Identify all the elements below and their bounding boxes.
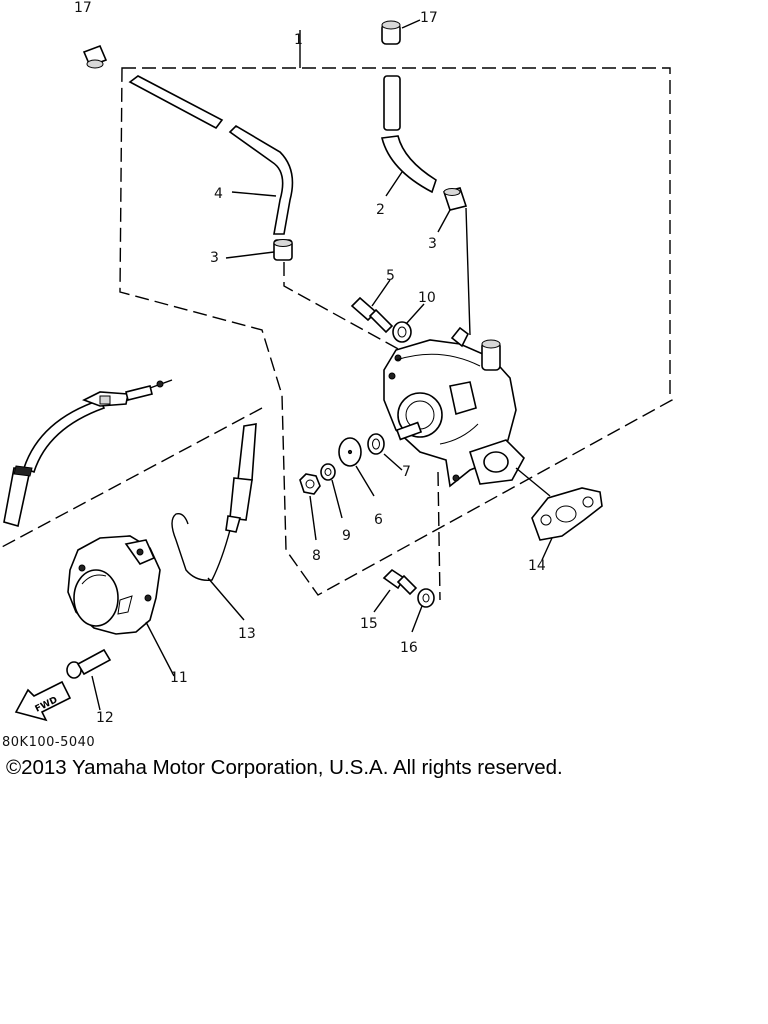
cable-13 [171,423,257,581]
gasket-14 [531,487,603,541]
leader-2 [385,171,403,197]
callout-3-right: 3 [428,236,437,252]
collar-17-left [82,44,108,69]
bolt-12 [66,648,112,679]
hose-2 [381,75,437,194]
hose-route-left [283,262,401,351]
clamp-3-left [273,239,293,261]
leader-11 [145,621,175,677]
leader-5 [371,279,391,307]
callout-17-left: 17 [74,0,92,16]
leader-12 [91,675,101,711]
nut-8 [299,473,321,495]
diagram-code: 80K100-5040 [2,735,96,750]
leader-3-left [225,251,275,259]
callout-15: 15 [360,616,378,632]
hose-4 [128,75,294,235]
leader-10 [405,303,425,325]
callout-7: 7 [402,464,411,480]
callout-17-right: 17 [420,10,438,26]
leader-15 [373,589,391,613]
callout-11: 11 [170,670,188,686]
leader-4 [231,191,277,197]
collar-17-right [381,20,401,45]
leader-3-right [437,209,451,233]
leader-17-right [401,19,421,29]
clamp-3-right [442,187,468,211]
leader-pump-gasket [515,467,551,497]
cover-group-boundary [0,407,263,549]
callout-4: 4 [214,186,223,202]
washer-9 [320,463,336,481]
leader-16 [411,605,423,633]
callout-8: 8 [312,548,321,564]
pump-cover-11 [67,535,161,635]
oil-pump-cable [3,379,173,528]
callout-12: 12 [96,710,114,726]
leader-14 [541,537,553,561]
washer-10 [392,321,412,343]
callout-10: 10 [418,290,436,306]
fwd-arrow-icon: FWD [14,680,72,722]
washer-16 [417,588,435,608]
washer-7 [367,433,385,455]
oil-pump-body [383,326,525,488]
callout-6: 6 [374,512,383,528]
plate-6 [338,437,362,467]
callout-13: 13 [238,626,256,642]
callout-3-left: 3 [210,250,219,266]
assembly-boundary [119,67,673,596]
callout-14: 14 [528,558,546,574]
copyright-notice: ©2013 Yamaha Motor Corporation, U.S.A. A… [6,756,563,779]
callout-1: 1 [294,32,303,48]
leader-13 [207,577,245,621]
leader-9 [331,479,343,519]
callout-9: 9 [342,528,351,544]
mount-route [437,471,441,601]
callout-5: 5 [386,268,395,284]
exploded-parts-diagram: FWD 17 1 17 4 2 3 3 5 10 7 6 9 8 14 15 1… [0,0,673,726]
leader-8 [309,495,317,541]
leader-6 [355,465,375,497]
callout-16: 16 [400,640,418,656]
leader-7 [383,453,403,471]
bolt-15 [382,568,418,596]
callout-2: 2 [376,202,385,218]
bolt-5 [350,296,394,334]
hose-route-right [465,207,471,336]
